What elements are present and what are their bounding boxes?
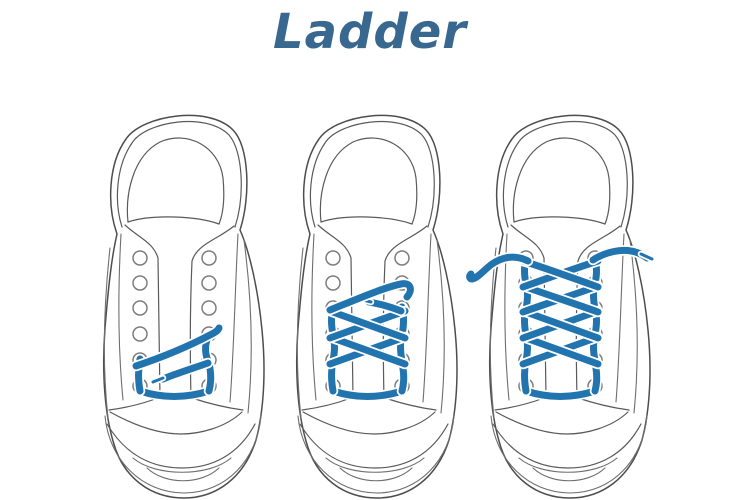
lace-segment	[639, 252, 654, 261]
sneaker-outline-use	[102, 114, 265, 499]
lace-segment	[151, 376, 165, 384]
lace-segment	[466, 253, 532, 283]
page-title: Ladder	[273, 4, 467, 60]
laces-step-1	[130, 322, 225, 402]
lace-segment	[132, 324, 223, 370]
sneaker-step-1	[102, 114, 265, 499]
lace-segment	[522, 387, 599, 400]
sneaker-step-3	[464, 114, 656, 499]
sneaker-step-2	[295, 114, 458, 499]
lace-segment	[136, 387, 213, 400]
lace-segment	[326, 307, 409, 342]
laces-step-3	[464, 245, 656, 402]
lace-segment	[329, 387, 406, 400]
laces-step-2	[324, 278, 416, 402]
lace-segment	[326, 280, 414, 314]
